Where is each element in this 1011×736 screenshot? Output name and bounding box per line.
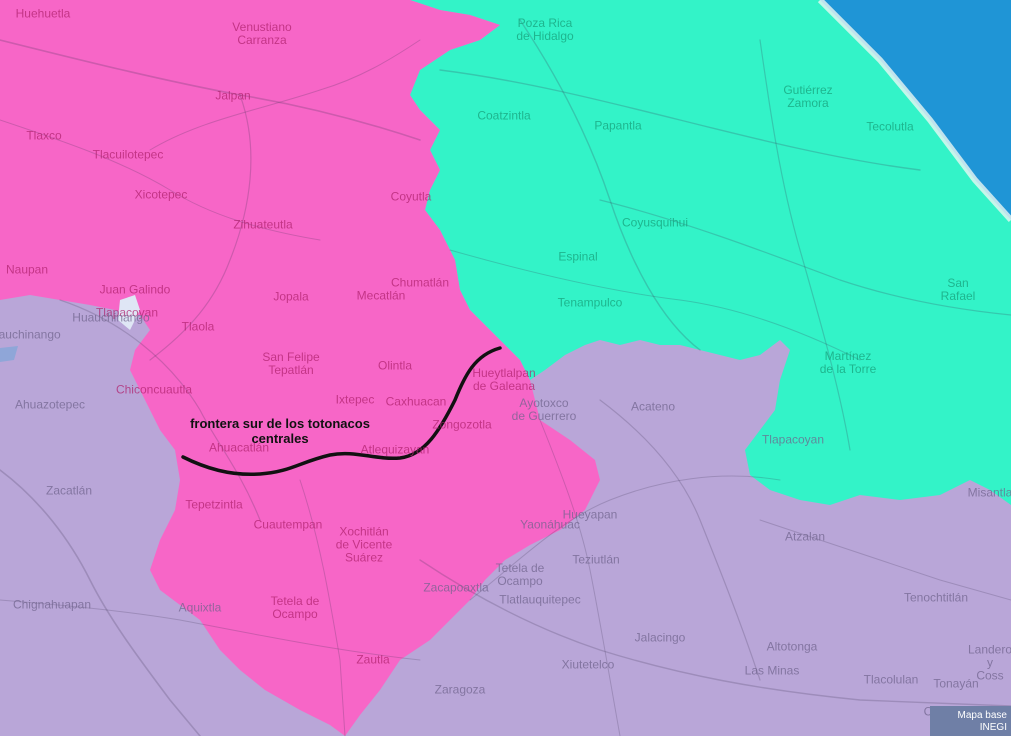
road (419, 559, 1011, 707)
road-network (0, 19, 1011, 736)
road (59, 299, 261, 521)
coastline (817, 0, 1011, 223)
road (0, 469, 201, 736)
road (149, 94, 252, 361)
road (0, 119, 321, 241)
road (449, 249, 861, 361)
road (519, 19, 701, 351)
map-attribution[interactable]: Mapa base INEGI (930, 706, 1011, 736)
road (439, 69, 921, 171)
region-north (0, 0, 600, 736)
lake (118, 295, 140, 330)
road (469, 475, 781, 601)
boundary-annotation: frontera sur de los totonacos centrales (190, 416, 370, 446)
road (0, 39, 421, 141)
road (539, 419, 621, 736)
boundary-line (181, 346, 502, 477)
road (599, 199, 1011, 316)
sea (820, 0, 1011, 220)
road (759, 39, 851, 451)
road (759, 519, 1011, 601)
region-east (410, 0, 1011, 505)
road (149, 39, 421, 151)
lake (0, 346, 18, 362)
road (0, 599, 421, 661)
road (599, 399, 761, 681)
road (299, 479, 346, 736)
